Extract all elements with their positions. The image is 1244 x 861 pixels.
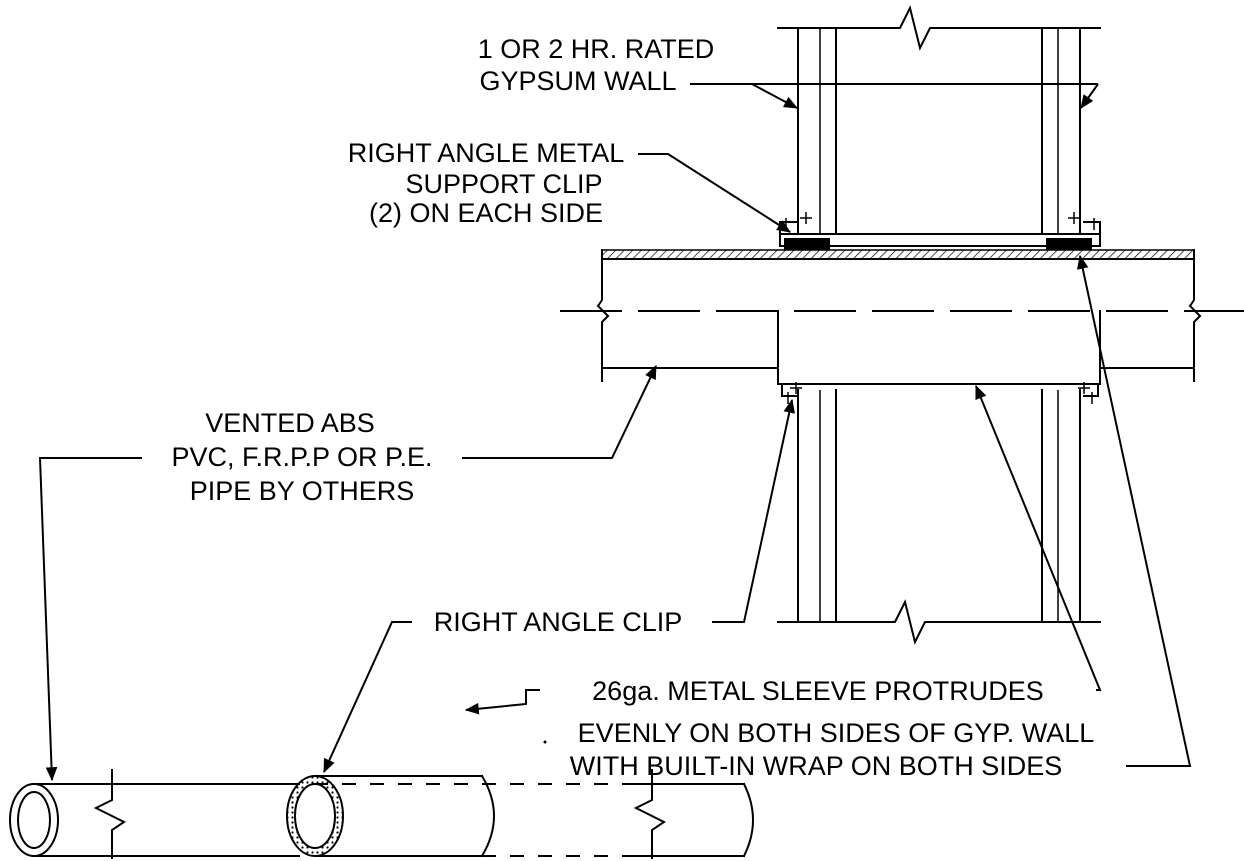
- metal-sleeve-label-line1: 26ga. METAL SLEEVE PROTRUDES: [592, 676, 1044, 706]
- pipe-label-line2: PVC, F.R.P.P OR P.E.: [171, 442, 432, 472]
- gypsum-wall-upper: [777, 5, 1101, 235]
- support-clip-label-line3: (2) ON EACH SIDE: [369, 198, 603, 228]
- pipe-label-line1: VENTED ABS: [205, 408, 375, 438]
- right-angle-clip-label: RIGHT ANGLE CLIP: [434, 607, 683, 637]
- pipe-section: [560, 249, 1244, 385]
- wall-break-line-bottom: [777, 599, 1101, 645]
- metal-sleeve-label-line2: EVENLY ON BOTH SIDES OF GYP. WALL: [578, 718, 1095, 748]
- wall-label-line2: GYPSUM WALL: [479, 66, 676, 96]
- wall-label-line1: 1 OR 2 HR. RATED: [478, 34, 715, 64]
- sleeve-ring-inner: [294, 783, 336, 849]
- wrap-block-right: [1046, 238, 1092, 250]
- support-clip-label-line1: RIGHT ANGLE METAL: [348, 138, 625, 168]
- metal-sleeve-label-line3: WITH BUILT-IN WRAP ON BOTH SIDES: [570, 751, 1063, 781]
- sleeve-wrap-hatch: [601, 249, 1195, 260]
- leader-lines: [38, 83, 1192, 782]
- support-clip-label: RIGHT ANGLE METAL SUPPORT CLIP (2) ON EA…: [348, 138, 625, 228]
- pipe-3d-view: [9, 740, 754, 859]
- gypsum-wall-lower: [777, 389, 1101, 645]
- pipe-label: VENTED ABS PVC, F.R.P.P OR P.E. PIPE BY …: [171, 408, 432, 506]
- wrap-block-left: [784, 238, 830, 250]
- pipe-end-inner: [17, 791, 51, 849]
- wall-break-line-top: [777, 5, 1101, 51]
- right-angle-clips-bottom: [781, 382, 1099, 404]
- support-clip-label-line2: SUPPORT CLIP: [405, 169, 602, 199]
- pipe-label-line3: PIPE BY OTHERS: [190, 476, 415, 506]
- metal-sleeve-label: 26ga. METAL SLEEVE PROTRUDES EVENLY ON B…: [570, 676, 1095, 781]
- wall-label: 1 OR 2 HR. RATED GYPSUM WALL: [478, 34, 715, 96]
- support-clips-top: [779, 212, 1101, 250]
